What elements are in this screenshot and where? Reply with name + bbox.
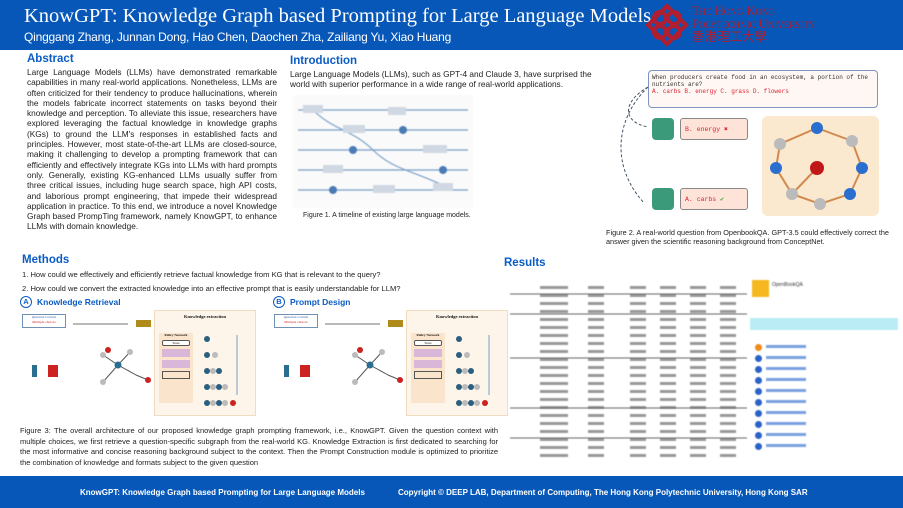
badge-a: A	[20, 296, 32, 308]
introduction-heading: Introduction	[290, 55, 358, 67]
poster-footer: KnowGPT: Knowledge Graph based Prompting…	[0, 476, 903, 508]
figure-1-caption: Figure 1. A timeline of existing large l…	[303, 212, 471, 219]
knowledge-retrieval-text: Knowledge Retrieval	[37, 297, 121, 307]
knowledge-subgraph	[762, 116, 879, 216]
choices-text: A. carbs B. energy C. grass D. flowers	[652, 88, 789, 95]
leaderboard-entry	[766, 400, 806, 403]
leaderboard-entry	[766, 356, 806, 359]
leaderboard-rank-icon	[755, 366, 762, 373]
right-answer-text: A. carbs	[685, 196, 717, 203]
methods-question-1: 1. How could we effectively and efficien…	[22, 270, 381, 279]
question-text: When producers create food in an ecosyst…	[652, 74, 869, 88]
leaderboard-entry	[766, 411, 806, 414]
dashed-arrows	[620, 86, 649, 202]
chatgpt-icon	[652, 118, 674, 140]
leaderboard-rank-icon	[755, 421, 762, 428]
leaderboard-rank-icon	[755, 388, 762, 395]
leaderboard-rank-icon	[755, 355, 762, 362]
question-box: When producers create food in an ecosyst…	[648, 70, 878, 108]
leaderboard-entry	[766, 433, 806, 436]
footer-title: KnowGPT: Knowledge Graph based Prompting…	[80, 488, 365, 497]
leaderboard-rank-icon	[755, 432, 762, 439]
leaderboard-logo-icon	[752, 280, 769, 297]
figure-3-caption: Figure 3: The overall architecture of ou…	[20, 426, 498, 467]
university-line-2: Polytechnic University	[692, 17, 816, 31]
knowledge-retrieval-label: A Knowledge Retrieval	[20, 296, 121, 308]
cross-icon: ✖	[724, 126, 728, 133]
leaderboard-entry	[766, 345, 806, 348]
leaderboard-title: OpenBookQA	[772, 282, 803, 288]
chatgpt-icon	[652, 188, 674, 210]
policy-network-label: Policy Network	[164, 333, 188, 337]
knowledge-extraction-label: Knowledge extraction	[183, 314, 227, 319]
figure-2-caption: Figure 2. A real-world question from Ope…	[606, 228, 889, 246]
knowledge-extraction-label: Knowledge extraction	[435, 314, 479, 319]
university-line-1: The Hong Kong	[692, 4, 775, 18]
state-label: State	[162, 340, 190, 346]
leaderboard-entry	[766, 444, 806, 447]
methods-heading: Methods	[22, 254, 70, 266]
leaderboard-entry	[766, 378, 806, 381]
footer-copyright: Copyright © DEEP LAB, Department of Comp…	[398, 488, 808, 497]
introduction-text: Large Language Models (LLMs), such as GP…	[290, 69, 592, 90]
question-context-label: Question Context	[31, 315, 57, 319]
state-label: State	[414, 340, 442, 346]
policy-network-label: Policy Network	[416, 333, 440, 337]
results-table	[510, 278, 747, 463]
university-name: The Hong Kong Polytechnic University 香港理…	[692, 5, 815, 44]
multiple-choices-label: Multiple choices	[284, 320, 308, 324]
results-heading: Results	[504, 257, 546, 269]
figure-2: When producers create food in an ecosyst…	[612, 62, 900, 225]
leaderboard-rank-icon	[755, 443, 762, 450]
abstract-heading: Abstract	[27, 53, 74, 65]
leaderboard-rank-icon	[755, 344, 762, 351]
poster-header: KnowGPT: Knowledge Graph based Prompting…	[0, 0, 903, 50]
poster-title: KnowGPT: Knowledge Graph based Prompting…	[24, 5, 652, 27]
polyu-logo-icon	[645, 3, 689, 47]
wrong-answer: B. energy ✖	[680, 118, 748, 140]
leaderboard-entry	[766, 422, 806, 425]
right-answer: A. carbs ✔	[680, 188, 748, 210]
figure-1-llm-timeline	[293, 95, 473, 208]
abstract-text: Large Language Models (LLMs) have demons…	[27, 67, 277, 232]
prompt-design-label: B Prompt Design	[273, 296, 350, 308]
prompt-design-text: Prompt Design	[290, 297, 351, 307]
leaderboard-entry	[766, 389, 806, 392]
openbookqa-leaderboard: OpenBookQA	[750, 278, 898, 463]
authors: Qinggang Zhang, Junnan Dong, Hao Chen, D…	[24, 30, 452, 44]
leaderboard-rank-icon	[755, 399, 762, 406]
multiple-choices-label: Multiple choices	[32, 320, 56, 324]
question-context-label: Question Context	[283, 315, 309, 319]
wrong-answer-text: B. energy	[685, 126, 721, 133]
leaderboard-rank-icon	[755, 377, 762, 384]
badge-b: B	[273, 296, 285, 308]
university-zh: 香港理工大學	[692, 30, 768, 44]
leaderboard-entry	[766, 367, 806, 370]
leaderboard-rank-icon	[755, 410, 762, 417]
check-icon: ✔	[720, 196, 725, 203]
methods-question-2: 2. How could we convert the extracted kn…	[22, 284, 401, 293]
